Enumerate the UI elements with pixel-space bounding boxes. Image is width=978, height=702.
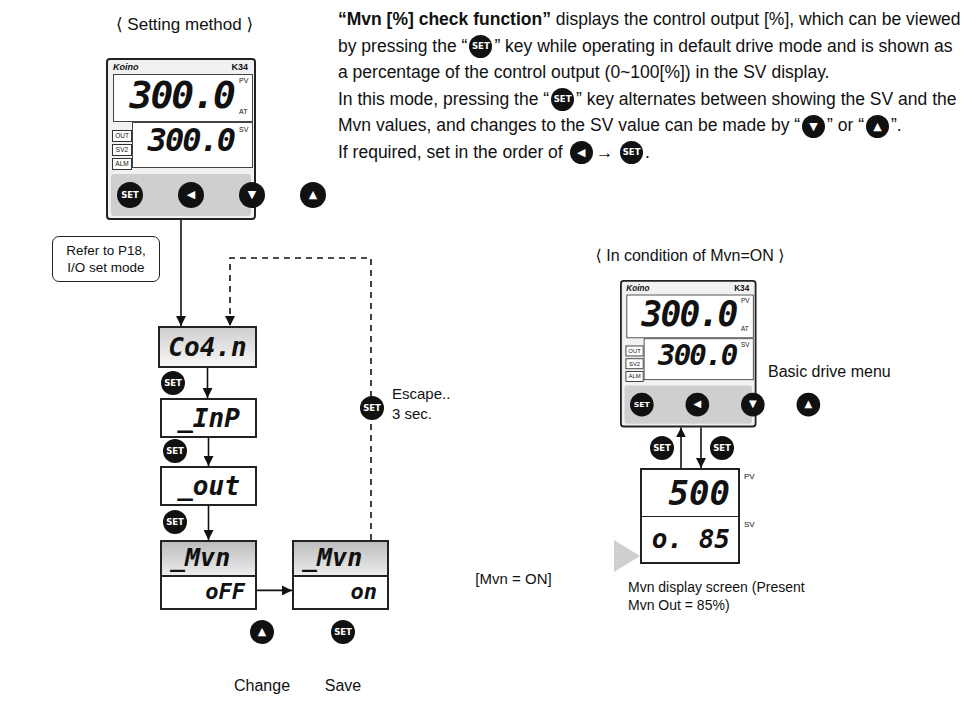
flow-connector	[700, 427, 702, 468]
body-text: ”.	[891, 115, 902, 135]
down-button: ▼	[741, 393, 765, 417]
down-button: ▼	[239, 182, 265, 208]
segment-code: Co4.n	[168, 332, 246, 362]
mode-arrow	[389, 549, 614, 563]
function-name: “Mvn [%] check function”	[338, 9, 551, 29]
decoration-group	[396, 547, 406, 565]
at-indicator: AT	[741, 326, 749, 332]
paragraph: In this mode, pressing the “SET” key alt…	[338, 86, 962, 139]
sv-indicator: SV	[741, 342, 750, 348]
segment-code: _out	[177, 471, 240, 501]
sv2-lamp: SV2	[625, 358, 643, 369]
set-key-icon: SET	[650, 436, 674, 460]
model-name: K34	[734, 284, 749, 293]
left-button: ◀	[178, 182, 204, 208]
set-key-icon: SET	[161, 371, 185, 395]
model-name: K34	[231, 62, 248, 72]
set-button: SET	[117, 182, 143, 208]
set-key-icon: SET	[469, 35, 492, 58]
mvn-output: o. 85	[652, 523, 730, 555]
sv-indicator: SV	[744, 520, 755, 529]
parameter-code: _Mvn	[302, 543, 362, 573]
body-text: ” or “	[827, 115, 864, 135]
pv-indicator: PV	[744, 472, 755, 481]
escape-note: Escape.. 3 sec.	[392, 384, 458, 423]
segment-code: _InP	[177, 403, 240, 433]
alm-lamp: ALM	[625, 371, 643, 382]
flow-connector	[208, 438, 210, 466]
parameter-code: _Mvn	[170, 543, 230, 573]
left-button: ◀	[686, 393, 710, 417]
brand-name: Koino	[626, 284, 649, 293]
note-box: Refer to P18, I/O set mode	[52, 236, 160, 282]
up-button: ▲	[300, 182, 326, 208]
flow-connector	[257, 590, 292, 592]
pv-value: 300.0	[116, 76, 234, 116]
set-button: SET	[630, 393, 654, 417]
section-title: ⟨ Setting method ⟩	[116, 14, 253, 36]
segment-display-box: _Mvn oFF	[160, 540, 257, 610]
step-caption: Save	[325, 676, 361, 697]
arrow-gap-mark	[403, 547, 406, 565]
pv-value: 300.0	[629, 296, 736, 332]
description-text: “Mvn [%] check function”displays the con…	[338, 6, 962, 165]
segment-display-box: _out	[160, 466, 257, 506]
pv-indicator: PV	[239, 77, 248, 84]
sv-value: 300.0	[645, 340, 736, 371]
body-text: In this mode, pressing the “	[338, 89, 549, 109]
parameter-value: on	[351, 578, 378, 606]
display-divider	[642, 516, 738, 517]
out-lamp: OUT	[112, 130, 132, 142]
screen-caption: Mvn display screen (Present Mvn Out = 85…	[628, 578, 808, 614]
at-indicator: AT	[239, 108, 247, 115]
down-key-icon: ▼	[802, 115, 825, 138]
screen-caption: Basic drive menu	[768, 362, 891, 383]
out-lamp: OUT	[625, 346, 643, 357]
segment-display-box: _Mvnon	[292, 540, 389, 610]
set-key-icon: SET	[360, 396, 384, 420]
up-key-icon: ▲	[866, 115, 889, 138]
paragraph: If required, set in the order of ◀→ SET.	[338, 139, 962, 166]
arrow-gap-mark	[396, 547, 399, 565]
step-caption: Change	[234, 676, 290, 697]
section-title: ⟨ In condition of Mvn=ON ⟩	[595, 246, 784, 267]
segment-display-box: _InP	[160, 398, 257, 438]
flow-connector	[680, 427, 682, 468]
set-key-icon: SET	[163, 510, 187, 534]
brand-name: Koino	[113, 62, 139, 72]
left-key-icon: ◀	[570, 141, 593, 164]
pv-value: 500	[669, 473, 730, 513]
segment-display-box: Co4.n	[158, 326, 257, 368]
controller-body: KoinoK34300.0PVATOUTSV2ALM300.0SVSET◀▼▲	[620, 280, 757, 427]
up-button: ▲	[797, 393, 821, 417]
pv-indicator: PV	[741, 297, 750, 303]
alm-lamp: ALM	[112, 158, 132, 170]
body-text: If required, set in the order of	[338, 142, 563, 162]
sv2-lamp: SV2	[112, 144, 132, 156]
mvn-display-box: 500PVo. 85SV	[640, 468, 740, 564]
sv-indicator: SV	[239, 126, 248, 133]
set-key-icon: SET	[710, 436, 734, 460]
body-text: .	[645, 142, 650, 162]
order-arrow: →	[596, 142, 614, 162]
sv-value: 300.0	[134, 124, 234, 158]
set-key-icon: SET	[551, 88, 574, 111]
up-key-icon: ▲	[250, 620, 274, 644]
controller-body: KoinoK34300.0PVATOUTSV2ALM300.0SVSET◀▼▲	[106, 58, 256, 220]
set-key-icon: SET	[620, 141, 643, 164]
note-text: Refer to P18, I/O set mode	[59, 242, 153, 276]
set-key-icon: SET	[331, 620, 355, 644]
parameter-value: oFF	[205, 578, 245, 606]
set-key-icon: SET	[163, 439, 187, 463]
flow-connector	[180, 220, 182, 326]
flow-connector	[207, 368, 209, 398]
edge-label: [Mvn = ON]	[472, 570, 554, 587]
paragraph: “Mvn [%] check function”displays the con…	[338, 6, 962, 86]
flow-connector	[208, 506, 210, 540]
